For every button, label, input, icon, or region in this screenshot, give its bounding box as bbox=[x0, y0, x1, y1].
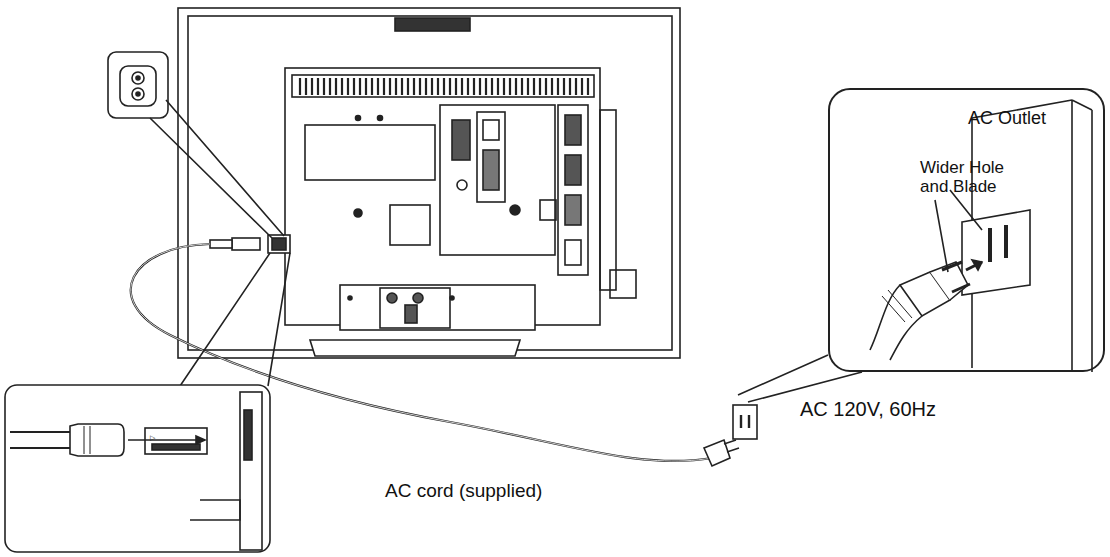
part-label: AC cord (supplied) bbox=[385, 480, 542, 502]
callout-box: AC OutletWider Hole and Blade bbox=[828, 88, 1105, 372]
callout-note: Wider Hole and Blade bbox=[920, 158, 1020, 196]
part-label: AC 120V, 60Hz bbox=[800, 398, 936, 421]
callout-heading: AC Outlet bbox=[968, 108, 1098, 128]
